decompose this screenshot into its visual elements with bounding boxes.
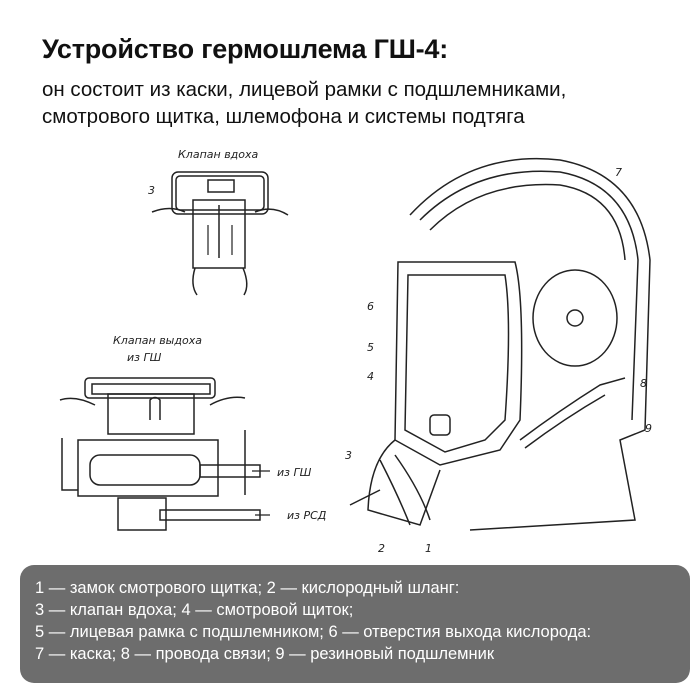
- page-title: Устройство гермошлема ГШ-4:: [42, 34, 449, 64]
- helmet-drawing: [349, 157, 651, 531]
- helmet-label-9: 9: [645, 422, 652, 435]
- legend-line: 3 — клапан вдоха; 4 — смотровой щиток;: [35, 601, 354, 619]
- inhale-valve-title: Клапан вдоха: [178, 148, 259, 161]
- legend-line: 7 — каска; 8 — провода связи; 9 — резино…: [35, 645, 495, 663]
- helmet-label-6: 6: [367, 300, 374, 313]
- exhale-valve-drawing: [59, 377, 270, 531]
- legend-box: 1 — замок смотрового щитка; 2 — кислород…: [20, 565, 690, 683]
- legend-line: 5 — лицевая рамка с подшлемником; 6 — от…: [35, 623, 592, 641]
- helmet-label-2: 2: [378, 542, 385, 555]
- subtitle-line-2: смотрового щитка, шлемофона и системы по…: [42, 105, 525, 128]
- subtitle-line-1: он состоит из каски, лицевой рамки с под…: [42, 78, 567, 101]
- exhale-valve-title: Клапан выдоха: [113, 334, 202, 347]
- helmet-label-8: 8: [640, 377, 647, 390]
- helmet-label-7: 7: [615, 166, 622, 179]
- exhale-from-rsd: из РСД: [287, 509, 327, 522]
- inhale-valve-number: 3: [148, 184, 155, 197]
- helmet-label-3: 3: [345, 449, 352, 462]
- legend-line: 1 — замок смотрового щитка; 2 — кислород…: [35, 579, 460, 597]
- helmet-label-1: 1: [425, 542, 432, 555]
- inhale-valve-drawing: [151, 171, 289, 296]
- helmet-label-4: 4: [367, 370, 374, 383]
- exhale-from-gsh-top: из ГШ: [127, 351, 162, 364]
- helmet-label-5: 5: [367, 341, 374, 354]
- exhale-from-gsh-side: из ГШ: [277, 466, 312, 479]
